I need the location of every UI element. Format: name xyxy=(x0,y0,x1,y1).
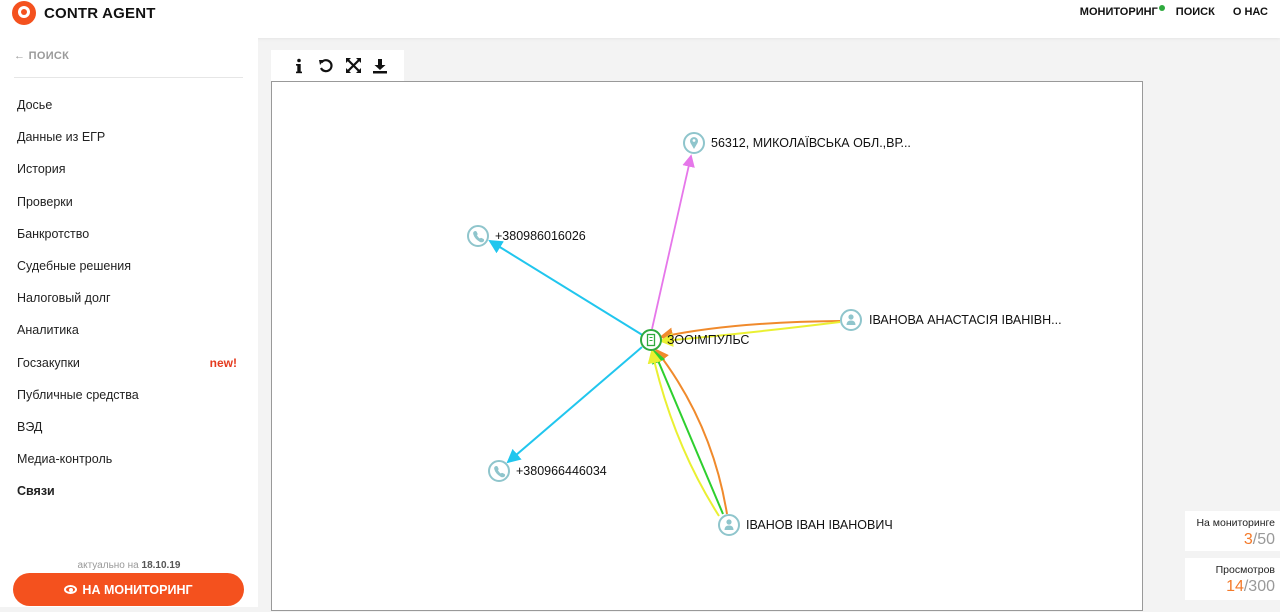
sidebar-item-court-decisions[interactable]: Судебные решения xyxy=(17,259,237,291)
back-to-search-link[interactable]: ← ПОИСК xyxy=(14,50,70,62)
sidebar-item-tax-debt[interactable]: Налоговый долг xyxy=(17,291,237,323)
nav-monitoring-label: МОНИТОРИНГ xyxy=(1079,6,1158,18)
node-address-label: 56312, МИКОЛАЇВСЬКА ОБЛ.,ВР... xyxy=(711,136,911,150)
node-person-1-label: ІВАНОВА АНАСТАСІЯ ІВАНІВН... xyxy=(869,313,1062,327)
sidebar-item-label: Публичные средства xyxy=(17,387,139,402)
logo-text: CONTR AGENT xyxy=(44,4,156,22)
nav-search[interactable]: ПОИСК xyxy=(1175,6,1215,18)
sidebar-item-egr-data[interactable]: Данные из ЕГР xyxy=(17,130,237,162)
sidebar-item-foreign-trade[interactable]: ВЭД xyxy=(17,420,237,452)
sidebar-item-label: Медиа-контроль xyxy=(17,452,113,467)
eye-icon xyxy=(64,585,78,594)
sidebar-item-analytics[interactable]: Аналитика xyxy=(17,323,237,355)
edge-company-address xyxy=(651,154,695,330)
fullscreen-icon[interactable] xyxy=(345,58,361,74)
download-icon[interactable] xyxy=(372,58,388,74)
monitoring-total: /50 xyxy=(1252,531,1275,548)
sidebar-divider xyxy=(14,77,243,78)
monitoring-counter-label: На мониторинге xyxy=(1196,517,1275,529)
add-to-monitoring-label: НА МОНИТОРИНГ xyxy=(82,582,193,597)
views-counter-label: Просмотров xyxy=(1215,564,1275,576)
views-counter-value: 14/300 xyxy=(1185,578,1275,596)
node-phone-2-label: +380966446034 xyxy=(516,464,607,478)
phone-icon xyxy=(473,231,485,243)
sidebar-item-public-funds[interactable]: Публичные средства xyxy=(17,388,237,420)
views-total: /300 xyxy=(1243,578,1275,595)
views-counter: Просмотров 14/300 xyxy=(1185,558,1280,600)
updated-date-note: актуально на 18.10.19 xyxy=(0,560,258,571)
node-company[interactable]: ЗООІМПУЛЬС xyxy=(640,329,749,351)
edge-person2-company-orange xyxy=(654,348,728,515)
monitoring-current: 3 xyxy=(1243,531,1253,548)
sidebar-item-connections[interactable]: Связи xyxy=(17,484,237,516)
info-icon[interactable] xyxy=(291,58,307,74)
add-to-monitoring-button[interactable]: НА МОНИТОРИНГ xyxy=(13,573,244,606)
sidebar-item-procurement[interactable]: Госзакупки new! xyxy=(17,356,237,388)
sidebar-item-label: ВЭД xyxy=(17,419,43,434)
graph-svg: ЗООІМПУЛЬС 56312, МИКОЛАЇВСЬКА ОБЛ.,ВР..… xyxy=(467,132,1062,536)
edge-person1-company-orange xyxy=(659,320,841,342)
sidebar-item-label: Данные из ЕГР xyxy=(17,130,106,145)
sidebar-item-label: Госзакупки xyxy=(17,355,80,370)
node-phone-2[interactable]: +380966446034 xyxy=(488,460,607,482)
sidebar-item-media-control[interactable]: Медиа-контроль xyxy=(17,452,237,484)
sidebar-item-label: Налоговый долг xyxy=(17,291,111,306)
person-icon xyxy=(724,519,734,530)
reset-icon[interactable] xyxy=(318,58,334,74)
node-company-label: ЗООІМПУЛЬС xyxy=(667,333,749,347)
edge-company-phone1 xyxy=(488,239,645,337)
sidebar-item-history[interactable]: История xyxy=(17,162,237,194)
logo-mark-icon xyxy=(12,1,36,25)
map-pin-icon xyxy=(690,137,698,149)
node-person-1[interactable]: ІВАНОВА АНАСТАСІЯ ІВАНІВН... xyxy=(840,309,1062,331)
sidebar-item-label: Проверки xyxy=(17,194,73,209)
graph-toolbar xyxy=(271,50,404,81)
sidebar-item-label: Связи xyxy=(17,484,55,499)
sidebar-item-bankruptcy[interactable]: Банкротство xyxy=(17,227,237,259)
connections-graph[interactable]: ЗООІМПУЛЬС 56312, МИКОЛАЇВСЬКА ОБЛ.,ВР..… xyxy=(271,81,1143,611)
node-person-2[interactable]: ІВАНОВ ІВАН ІВАНОВИЧ xyxy=(718,514,893,536)
sidebar-item-dossier[interactable]: Досье xyxy=(17,98,237,130)
edge-person2-company-green xyxy=(652,349,724,515)
edge-company-phone2 xyxy=(506,346,643,464)
logo[interactable]: CONTR AGENT xyxy=(12,0,156,26)
person-icon xyxy=(846,314,856,325)
node-address[interactable]: 56312, МИКОЛАЇВСЬКА ОБЛ.,ВР... xyxy=(683,132,911,154)
sidebar-item-label: Судебные решения xyxy=(17,258,131,273)
edge-person2-company-yellow xyxy=(647,349,720,517)
sidebar: ← ПОИСК Досье Данные из ЕГР История Пров… xyxy=(0,38,258,607)
sidebar-item-label: Аналитика xyxy=(17,323,79,338)
sidebar-item-label: Досье xyxy=(17,98,53,112)
edge-person1-company-yellow xyxy=(659,321,841,347)
sidebar-menu: Досье Данные из ЕГР История Проверки Бан… xyxy=(17,98,237,516)
sidebar-item-inspections[interactable]: Проверки xyxy=(17,195,237,227)
phone-icon xyxy=(494,466,506,478)
node-phone-1[interactable]: +380986016026 xyxy=(467,225,586,247)
monitoring-counter-value: 3/50 xyxy=(1185,531,1275,549)
new-badge: new! xyxy=(209,355,237,370)
monitoring-counter: На мониторинге 3/50 xyxy=(1185,511,1280,551)
nav-about[interactable]: О НАС xyxy=(1232,6,1268,18)
updated-prefix: актуально на xyxy=(77,560,139,571)
building-icon xyxy=(646,333,656,347)
nav-monitoring[interactable]: МОНИТОРИНГ xyxy=(1079,5,1165,18)
node-phone-1-label: +380986016026 xyxy=(495,229,586,243)
updated-date: 18.10.19 xyxy=(141,560,181,571)
status-dot-icon xyxy=(1158,5,1165,11)
node-person-2-label: ІВАНОВ ІВАН ІВАНОВИЧ xyxy=(746,518,893,532)
views-current: 14 xyxy=(1226,578,1244,595)
sidebar-item-label: История xyxy=(17,162,66,177)
top-nav: МОНИТОРИНГ ПОИСК О НАС xyxy=(1079,5,1268,18)
sidebar-item-label: Банкротство xyxy=(17,226,90,241)
top-header: CONTR AGENT МОНИТОРИНГ ПОИСК О НАС xyxy=(0,0,1280,38)
